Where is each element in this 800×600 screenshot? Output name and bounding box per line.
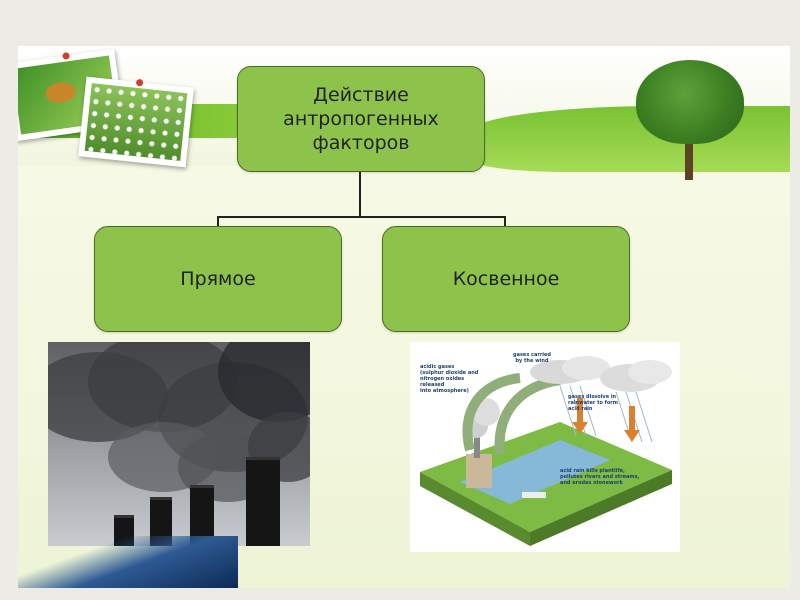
caption-line: gases carried	[513, 352, 551, 358]
connector-root-down	[359, 170, 361, 217]
caption-line: acid rain	[568, 406, 593, 412]
chimney	[150, 497, 172, 546]
caption-line: rainwater to form	[568, 400, 618, 406]
caption-line: gases dissolve in	[568, 394, 617, 400]
caption-line: and erodes stonework	[560, 480, 623, 486]
caption-line: acidic gases	[420, 364, 455, 370]
connector-left-down	[217, 216, 219, 226]
indirect-effect-node: Косвенное	[382, 226, 630, 332]
tree-trunk	[685, 134, 693, 180]
direct-effect-node: Прямое	[94, 226, 342, 332]
acid-rain-illustration	[420, 356, 672, 546]
chimney	[190, 485, 214, 546]
chimney	[246, 457, 280, 546]
caption-line: nitrogen oxides released	[420, 376, 465, 388]
insect-icon	[44, 80, 77, 105]
tree-icon	[636, 60, 744, 144]
meadow-photo	[78, 76, 194, 168]
indirect-effect-label: Косвенное	[452, 268, 560, 290]
slide: Действие антропогенных факторов Прямое К…	[18, 46, 790, 588]
root-node: Действие антропогенных факторов	[237, 66, 485, 172]
caption-line: pollutes rivers and streams,	[560, 474, 640, 480]
factory-smoke-icon	[48, 342, 310, 546]
pin-icon	[62, 52, 71, 60]
caption-line: by the wind	[515, 358, 549, 364]
caption-line: into atmosphere)	[420, 388, 469, 394]
decorative-corner	[18, 536, 238, 588]
pin-icon	[135, 78, 144, 87]
root-node-label: Действие антропогенных факторов	[283, 84, 439, 154]
connector-right-down	[504, 216, 506, 226]
direct-effect-label: Прямое	[180, 268, 256, 290]
caption-line: (sulphur dioxide and	[420, 370, 479, 376]
caption-line: acid rain kills plantlife,	[560, 468, 625, 474]
connector-horizontal	[217, 216, 506, 218]
acid-rain-diagram-icon: acidic gases (sulphur dioxide and nitrog…	[410, 342, 680, 552]
